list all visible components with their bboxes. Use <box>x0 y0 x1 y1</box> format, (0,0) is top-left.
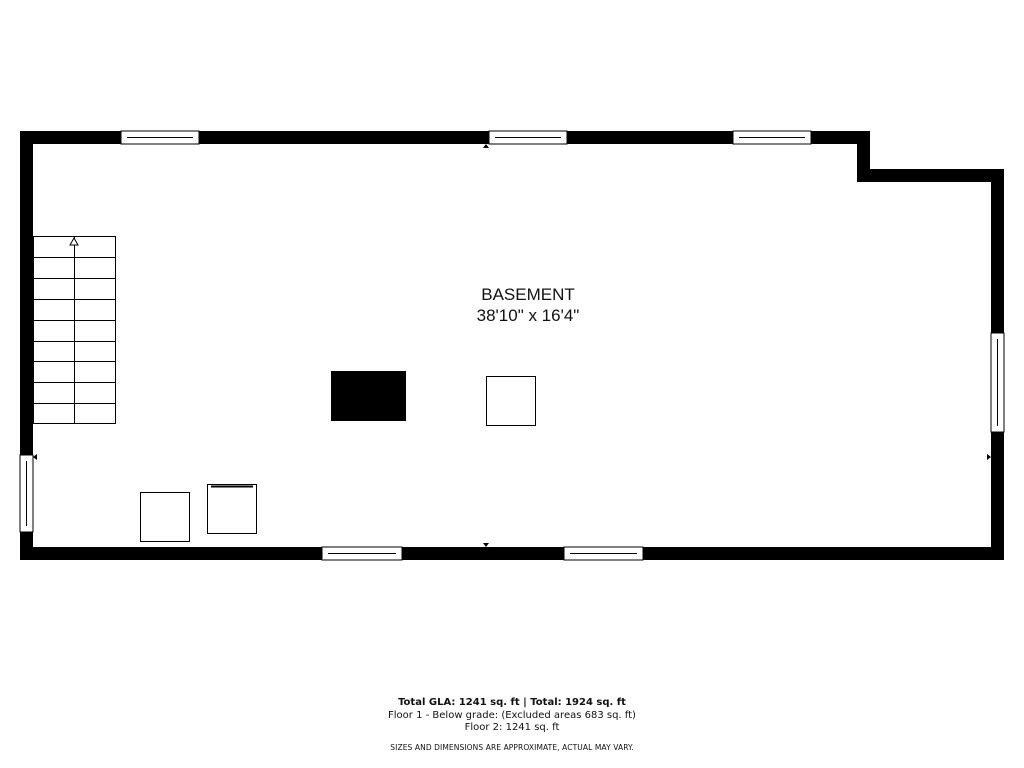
footer-totals: Total GLA: 1241 sq. ft | Total: 1924 sq.… <box>398 697 626 708</box>
marker-arrow-top <box>483 144 489 148</box>
room-name-label: BASEMENT <box>481 285 575 304</box>
window-top-3 <box>732 130 812 145</box>
window-top-1 <box>120 130 200 145</box>
footer-disclaimer: SIZES AND DIMENSIONS ARE APPROXIMATE, AC… <box>390 743 634 752</box>
fixture-box-center <box>486 376 536 426</box>
fixture-box-left <box>140 492 190 542</box>
solid-block <box>331 371 406 421</box>
footer-floor2: Floor 2: 1241 sq. ft <box>464 722 560 733</box>
fixture-box-right <box>207 484 257 534</box>
window-left <box>19 454 34 533</box>
footer-floor1: Floor 1 - Below grade: (Excluded areas 6… <box>388 710 636 721</box>
marker-arrow-right <box>987 454 991 460</box>
stair-direction-arrow-icon <box>69 236 79 246</box>
marker-arrow-bottom <box>483 543 489 547</box>
window-right <box>990 332 1005 433</box>
room-dimensions-label: 38'10" x 16'4" <box>477 306 580 325</box>
window-bottom-1 <box>321 546 403 561</box>
staircase <box>33 236 116 424</box>
window-top-2 <box>488 130 568 145</box>
window-bottom-2 <box>563 546 644 561</box>
exterior-wall <box>20 131 1004 560</box>
marker-arrow-left <box>33 454 37 460</box>
